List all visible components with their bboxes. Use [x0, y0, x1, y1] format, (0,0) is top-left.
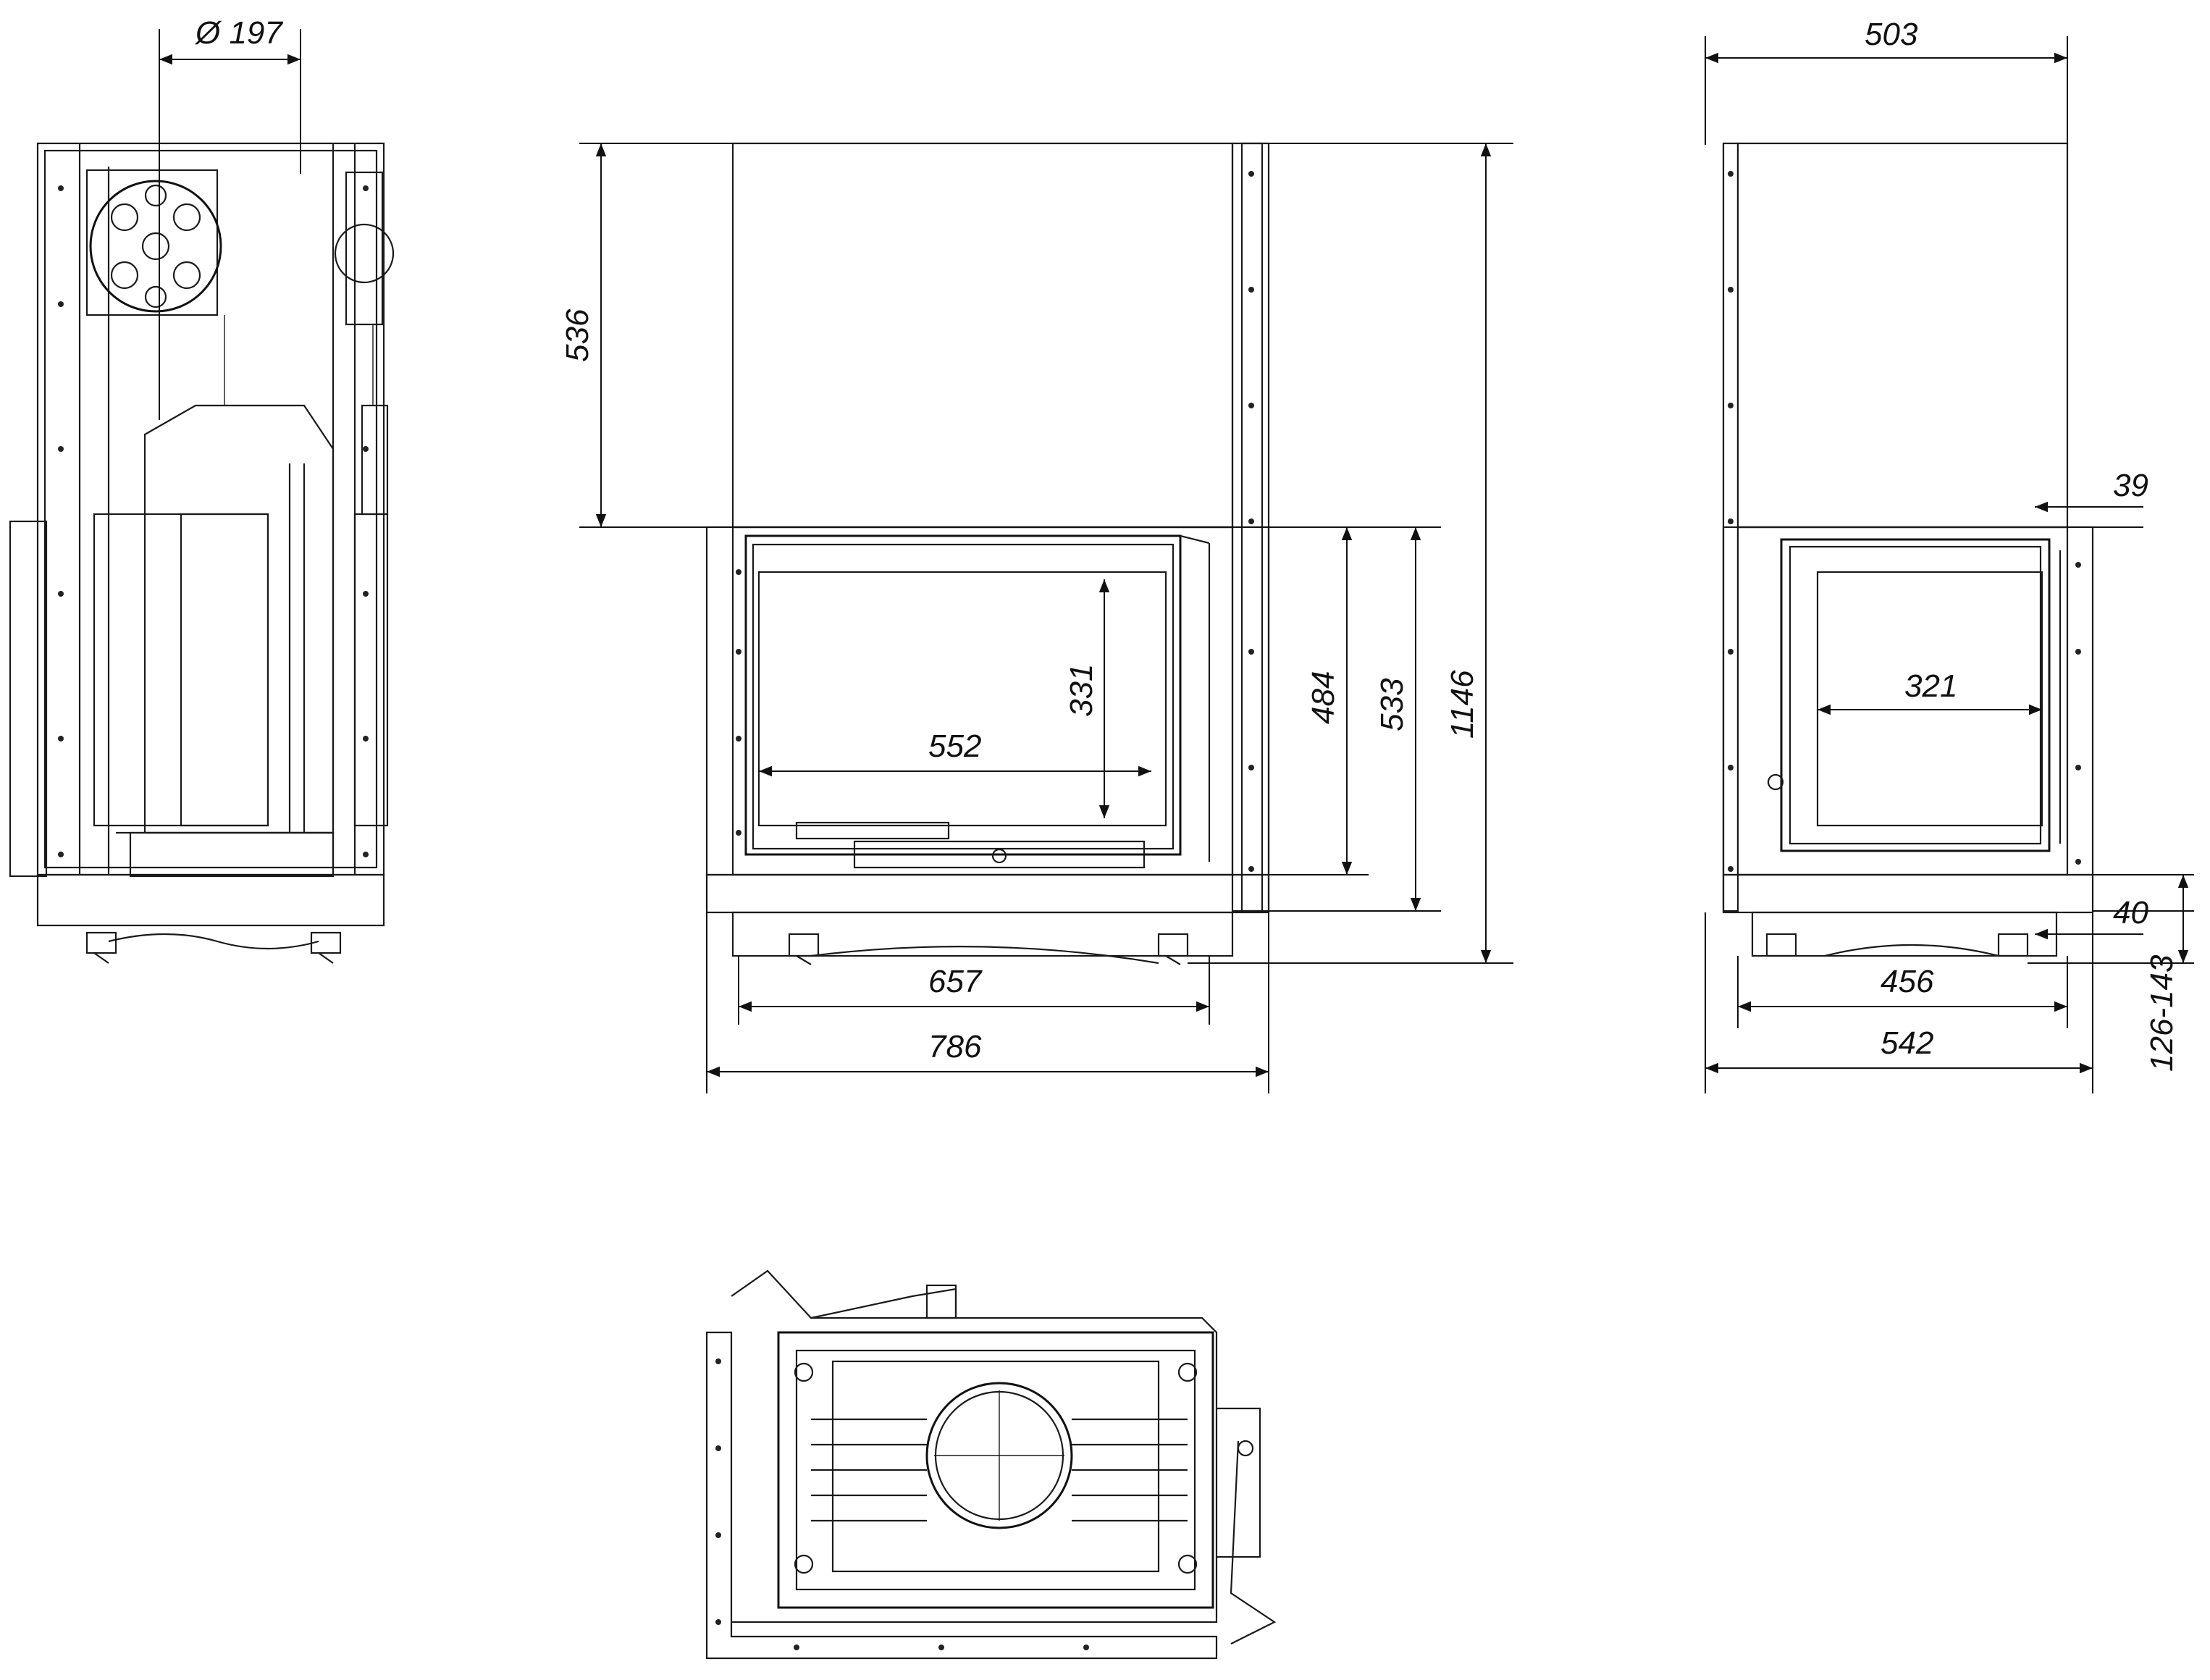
glass-height-label: 331 — [1064, 664, 1099, 717]
flue-diameter-label: Ø 197 — [194, 15, 283, 51]
side-view: 503 39 321 40 456 542 126-143 — [1705, 17, 2194, 1093]
foot-offset-label: 40 — [2113, 895, 2148, 931]
total-width-label: 786 — [928, 1029, 982, 1064]
damper-handle-icon — [810, 1284, 1277, 1645]
glass-width-label: 552 — [928, 728, 981, 764]
door-height-label: 484 — [1306, 671, 1341, 724]
total-height-label: 1146 — [1445, 670, 1480, 739]
leg-range-label: 126-143 — [2144, 954, 2180, 1072]
plan-view — [705, 1269, 1277, 1660]
grate-icon — [794, 1360, 1198, 1574]
front-view: 536 331 552 484 533 1146 657 786 — [560, 142, 1513, 1093]
side-glass-width-label: 321 — [1904, 668, 1957, 704]
side-total-width-label: 542 — [1881, 1025, 1933, 1061]
left-view: Ø 197 — [9, 15, 395, 964]
top-width-label: 503 — [1865, 17, 1918, 52]
offset-label: 39 — [2113, 468, 2148, 503]
foot-span-label: 657 — [928, 964, 983, 999]
upper-height-label: 536 — [560, 308, 595, 362]
body-height-label: 533 — [1374, 678, 1410, 731]
side-foot-span-label: 456 — [1881, 964, 1934, 999]
flue-outlet-icon — [85, 169, 222, 316]
